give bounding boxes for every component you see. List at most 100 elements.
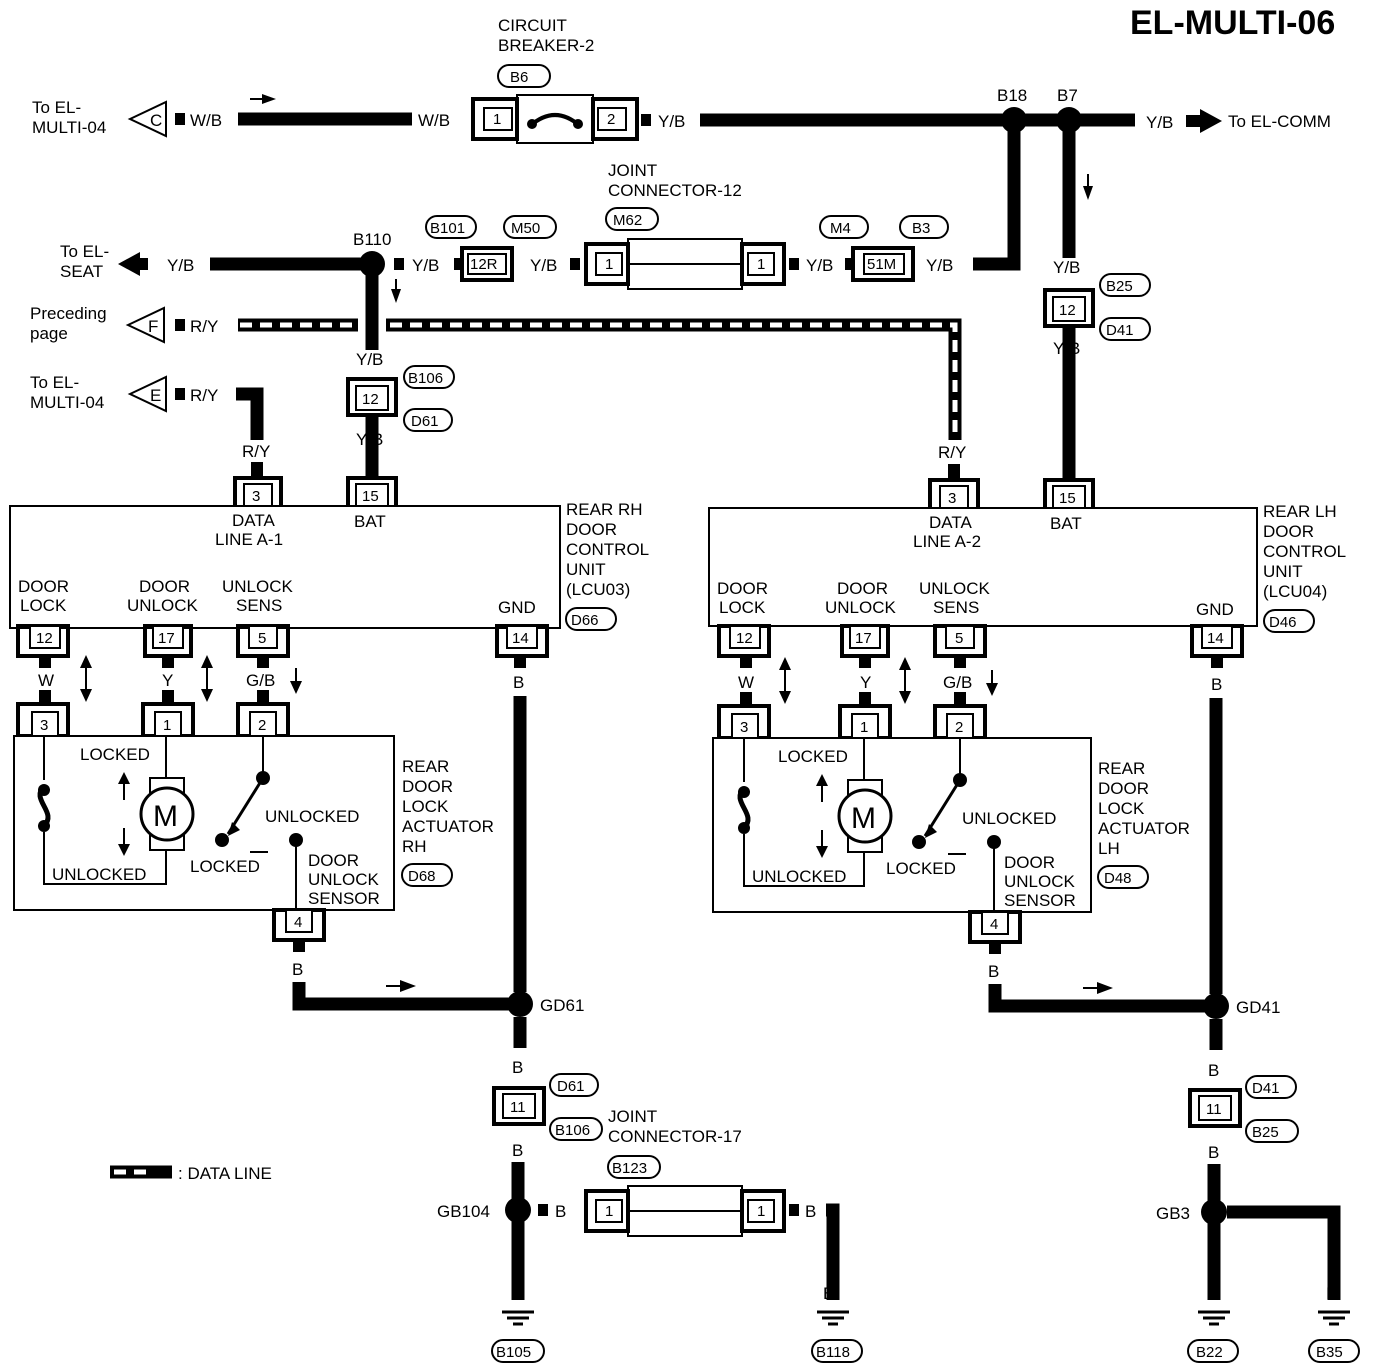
node-b18: [1001, 107, 1027, 133]
svg-text:UNLOCKED: UNLOCKED: [52, 865, 146, 884]
svg-text:1: 1: [757, 256, 765, 273]
svg-text:B: B: [513, 673, 524, 692]
svg-text:RH: RH: [402, 837, 427, 856]
svg-text:B118: B118: [816, 1344, 850, 1361]
svg-text:17: 17: [855, 630, 872, 647]
svg-text:C: C: [150, 111, 162, 130]
svg-text:Y/B: Y/B: [356, 430, 383, 449]
svg-text:B35: B35: [1316, 1344, 1343, 1361]
svg-text:F: F: [148, 317, 158, 336]
earth-b105: B105: [491, 1310, 545, 1363]
connector-12-rh: 12: [346, 377, 398, 478]
svg-text:B25: B25: [1252, 1124, 1279, 1141]
svg-text:12: 12: [362, 391, 379, 408]
svg-text:B: B: [1207, 1284, 1218, 1303]
legend: : DATA LINE: [110, 1164, 272, 1183]
svg-text:LH: LH: [1098, 839, 1120, 858]
inline-connector-51m: 51M: [851, 246, 915, 282]
svg-text:3: 3: [252, 488, 260, 505]
svg-text:12: 12: [36, 630, 53, 647]
svg-text:B: B: [1326, 1284, 1337, 1303]
svg-text:D61: D61: [411, 413, 439, 430]
svg-text:3: 3: [948, 490, 956, 507]
svg-text:DOOR: DOOR: [1263, 522, 1314, 541]
svg-text:15: 15: [1059, 490, 1076, 507]
arrow-c: C: [127, 100, 167, 138]
circuit-breaker-2: 1 2: [471, 94, 639, 144]
svg-text:B: B: [1211, 675, 1222, 694]
svg-text:DOOR: DOOR: [566, 520, 617, 539]
svg-text:LOCKED: LOCKED: [190, 857, 260, 876]
svg-text:B123: B123: [612, 1160, 647, 1177]
svg-text:B3: B3: [912, 220, 930, 237]
svg-text:SENSOR: SENSOR: [308, 889, 380, 908]
svg-text:1: 1: [860, 719, 868, 736]
svg-text:B101: B101: [430, 220, 465, 237]
svg-text:D46: D46: [1269, 614, 1297, 631]
node-b110: [359, 251, 385, 277]
svg-text:GD41: GD41: [1236, 998, 1280, 1017]
svg-text:ACTUATOR: ACTUATOR: [402, 817, 494, 836]
svg-text:B6: B6: [510, 69, 528, 86]
svg-text:11: 11: [510, 1099, 526, 1116]
svg-text:MULTI-04: MULTI-04: [32, 118, 106, 137]
svg-text:B: B: [1208, 1143, 1219, 1162]
svg-text:DOOR: DOOR: [1098, 779, 1149, 798]
svg-text:D61: D61: [557, 1078, 585, 1095]
svg-text:CONNECTOR-17: CONNECTOR-17: [608, 1127, 742, 1146]
svg-text:MULTI-04: MULTI-04: [30, 393, 104, 412]
svg-text:UNLOCK: UNLOCK: [127, 596, 199, 615]
svg-text:B18: B18: [997, 86, 1027, 105]
svg-text:B: B: [512, 1141, 523, 1160]
svg-text:Preceding: Preceding: [30, 304, 107, 323]
svg-text:LOCK: LOCK: [1098, 799, 1145, 818]
svg-text:G/B: G/B: [246, 671, 275, 690]
svg-text:14: 14: [512, 630, 529, 647]
svg-text:B: B: [988, 962, 999, 981]
arrow-f: F: [125, 306, 165, 344]
lh-door-side: 3 15 DATA LINE A-2 BAT DOOR LOCK DOOR UN…: [708, 464, 1360, 1363]
svg-text:Y: Y: [162, 671, 173, 690]
svg-text:Y/B: Y/B: [1053, 258, 1080, 277]
conn-m62-tag: M62: [605, 207, 659, 231]
svg-text:B: B: [512, 1058, 523, 1077]
arrow-to-seat: [118, 252, 140, 276]
joint-connector-12: 1 1: [584, 238, 786, 290]
svg-text:CIRCUIT: CIRCUIT: [498, 16, 567, 35]
svg-text:GND: GND: [1196, 600, 1234, 619]
svg-text:4: 4: [990, 916, 998, 933]
svg-text:DOOR: DOOR: [837, 579, 888, 598]
rh-door-lock-actuator: [13, 735, 395, 911]
wire-b18-down: [973, 120, 1021, 271]
rh-control-unit: [9, 505, 561, 629]
jc17-conn-tag: B123: [607, 1155, 661, 1179]
svg-text:Y/B: Y/B: [412, 256, 439, 275]
svg-text:LOCK: LOCK: [402, 797, 449, 816]
svg-text:LOCKED: LOCKED: [778, 747, 848, 766]
joint-connector-17: 1 1: [584, 1185, 786, 1237]
svg-text:(LCU03): (LCU03): [566, 580, 630, 599]
svg-text:DATA: DATA: [232, 511, 275, 530]
svg-text:CONTROL: CONTROL: [1263, 542, 1346, 561]
svg-text:SENS: SENS: [933, 598, 979, 617]
svg-text:M: M: [851, 802, 876, 835]
svg-text:page: page: [30, 324, 68, 343]
svg-text:R/Y: R/Y: [190, 317, 218, 336]
svg-text:M4: M4: [830, 220, 851, 237]
svg-text:DATA: DATA: [929, 513, 972, 532]
conn-b101-tag: B101: [425, 215, 477, 239]
svg-text:ACTUATOR: ACTUATOR: [1098, 819, 1190, 838]
svg-text:DOOR: DOOR: [308, 851, 359, 870]
svg-text:17: 17: [158, 630, 175, 647]
svg-text:B: B: [555, 1202, 566, 1221]
svg-text:UNLOCKED: UNLOCKED: [265, 807, 359, 826]
lh-actuator-conn-tag: D48: [1097, 865, 1149, 889]
earth-b22: B22: [1187, 1310, 1239, 1363]
earth-b118: B118: [811, 1310, 863, 1363]
data-line-to-lh: [386, 318, 962, 440]
svg-text:2: 2: [955, 719, 963, 736]
svg-text:BREAKER-2: BREAKER-2: [498, 36, 594, 55]
svg-text:UNLOCK: UNLOCK: [1004, 872, 1076, 891]
svg-text:B: B: [511, 1284, 522, 1303]
svg-text:GB104: GB104: [437, 1202, 490, 1221]
